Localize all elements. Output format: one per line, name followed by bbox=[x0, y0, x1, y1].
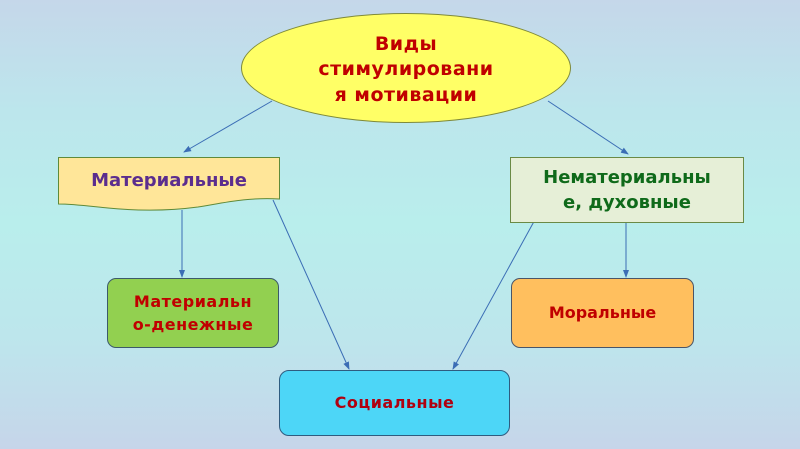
arrow-nonmaterial-to-social bbox=[452, 215, 538, 370]
monetary-label-line-2: о-денежные bbox=[132, 315, 254, 334]
arrow-root-to-nonmaterial bbox=[547, 100, 629, 155]
material-label: Материальные bbox=[91, 169, 247, 191]
node-social: Социальные bbox=[279, 370, 510, 436]
arrow-root-to-material bbox=[183, 100, 273, 153]
node-material: Материальные bbox=[58, 157, 280, 212]
node-nonmaterial-spiritual: Нематериальны е, духовные bbox=[510, 157, 744, 223]
moral-label: Моральные bbox=[548, 303, 657, 323]
monetary-label-line-1: Материальн bbox=[133, 291, 253, 311]
social-label: Социальные bbox=[334, 393, 455, 413]
node-moral: Моральные bbox=[511, 278, 694, 348]
nonmaterial-label-line-1: Нематериальны bbox=[543, 166, 711, 188]
root-label-line-1: Виды bbox=[374, 32, 438, 55]
node-material-monetary: Материальн о-денежные bbox=[107, 278, 279, 348]
wavy-banner-shape bbox=[58, 157, 280, 211]
root-node-motivation-types: Виды стимулировани я мотивации bbox=[241, 13, 571, 123]
nonmaterial-label-line-2: е, духовные bbox=[563, 192, 691, 213]
root-label-line-3: я мотивации bbox=[334, 83, 478, 106]
root-label-line-2: стимулировани bbox=[318, 58, 494, 81]
arrow-material-to-social bbox=[272, 199, 350, 370]
